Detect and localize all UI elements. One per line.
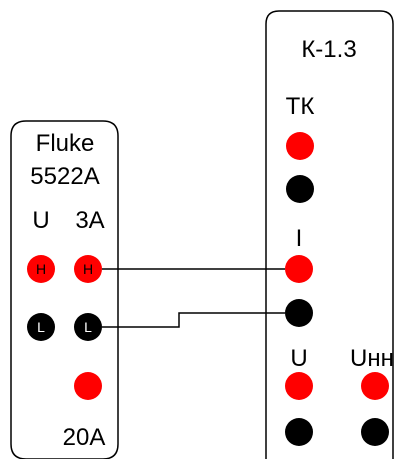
k13-i-red-terminal [285, 255, 313, 283]
fluke-3a-low-letter: L [84, 319, 92, 335]
k13-title: К-1.3 [301, 36, 356, 63]
fluke-5522a-panel: Fluke 5522A U 3A H H L L 20A [10, 120, 119, 459]
fluke-model-line2: 5522A [30, 163, 99, 190]
k13-panel: К-1.3 ТК I U Uнн [265, 10, 394, 459]
k13-i-black-terminal [285, 299, 313, 327]
fluke-3a-high-letter: H [83, 261, 93, 277]
k13-panel-outline [265, 10, 394, 459]
fluke-20a-terminal [74, 372, 102, 400]
fluke-panel-outline [10, 120, 119, 459]
fluke-u-low-letter: L [37, 319, 45, 335]
k13-u-red-terminal [285, 372, 313, 400]
k13-u-black-terminal [285, 418, 313, 446]
k13-label-unn: Uнн [350, 345, 394, 372]
fluke-u-high-letter: H [36, 261, 46, 277]
k13-unn-black-terminal [361, 418, 389, 446]
fluke-3a-low-terminal: L [74, 313, 102, 341]
k13-label-i: I [296, 225, 303, 252]
fluke-label-20a: 20A [63, 424, 106, 451]
fluke-label-3a: 3A [75, 207, 104, 234]
fluke-3a-high-terminal: H [74, 255, 102, 283]
k13-label-u: U [290, 345, 307, 372]
fluke-model-line1: Fluke [36, 130, 95, 157]
fluke-u-high-terminal: H [27, 255, 55, 283]
k13-tk-black-terminal [286, 175, 314, 203]
k13-tk-red-terminal [286, 132, 314, 160]
wire-low-current [102, 312, 285, 328]
k13-label-tk: ТК [286, 93, 315, 120]
fluke-u-low-terminal: L [27, 313, 55, 341]
fluke-label-u: U [32, 207, 49, 234]
k13-unn-red-terminal [361, 372, 389, 400]
